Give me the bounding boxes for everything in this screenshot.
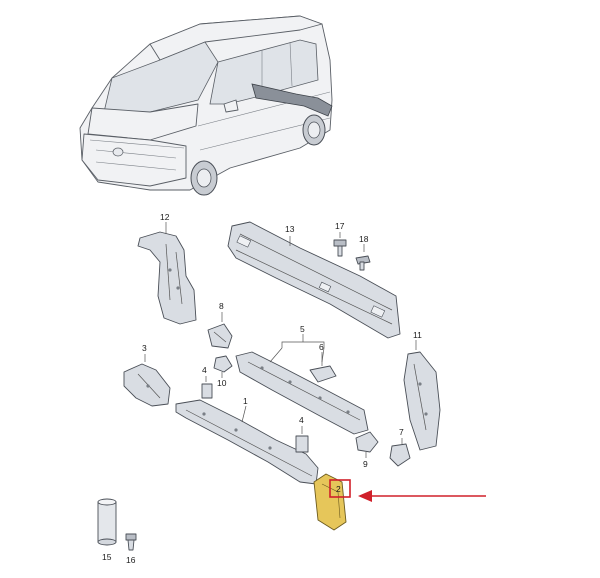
part-11 xyxy=(403,340,441,451)
bolt-17 xyxy=(333,232,347,257)
label-11: 11 xyxy=(413,330,422,340)
part-4-left xyxy=(201,376,213,399)
label-4-left: 4 xyxy=(202,365,207,375)
part-7 xyxy=(389,438,411,467)
label-9: 9 xyxy=(363,459,368,469)
bolt-18 xyxy=(355,244,371,271)
label-18: 18 xyxy=(359,234,369,244)
label-4-right: 4 xyxy=(299,415,304,425)
label-17: 17 xyxy=(335,221,345,231)
label-15: 15 xyxy=(102,552,112,562)
label-12: 12 xyxy=(160,212,170,222)
part-15 xyxy=(97,498,117,546)
part-8 xyxy=(207,312,233,349)
label-1: 1 xyxy=(243,396,248,406)
part-2-highlighted xyxy=(313,473,347,531)
callout-box xyxy=(329,479,351,498)
part-6 xyxy=(309,352,337,383)
callout-highlight xyxy=(329,479,486,502)
vehicle-illustration xyxy=(79,15,333,196)
part-3 xyxy=(123,354,171,407)
label-2: 2 xyxy=(336,484,341,494)
label-10: 10 xyxy=(217,378,227,388)
part-5 xyxy=(235,334,369,435)
part-13 xyxy=(227,221,401,339)
label-5: 5 xyxy=(300,324,305,334)
part-9 xyxy=(355,431,379,458)
part-12 xyxy=(137,222,197,325)
label-16: 16 xyxy=(126,555,136,565)
label-7: 7 xyxy=(399,427,404,437)
label-6: 6 xyxy=(319,342,324,352)
part-16 xyxy=(125,533,137,551)
part-labels: 12 13 17 18 8 5 6 3 4 10 11 1 4 7 9 2 15… xyxy=(102,212,422,565)
label-13: 13 xyxy=(285,224,295,234)
part-10 xyxy=(213,355,233,378)
label-8: 8 xyxy=(219,301,224,311)
pointer-arrow-head xyxy=(358,490,372,502)
part-4-right xyxy=(295,426,309,453)
label-3: 3 xyxy=(142,343,147,353)
